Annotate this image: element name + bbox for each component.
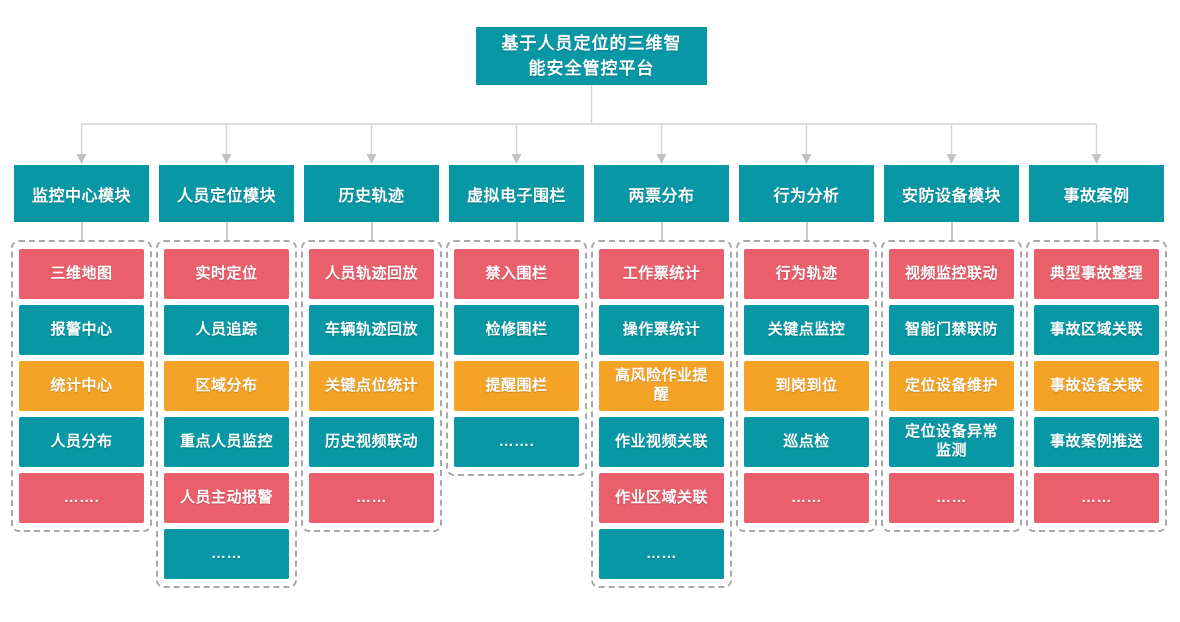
module-item: 区域分布 [164,361,289,411]
module-items-box: 典型事故整理事故区域关联事故设备关联事故案例推送 …… [1026,240,1167,532]
module-column-3: 历史轨迹人员轨迹回放车辆轨迹回放关键点位统计历史视频联动 …… [301,165,442,532]
module-items-box: 工作票统计操作票统计高风险作业提 醒作业视频关联作业区域关联 …… [591,240,732,588]
module-items-box: 禁入围栏检修围栏提醒围栏 ……. [446,240,587,476]
module-item: …… [309,473,434,523]
module-column-5: 两票分布工作票统计操作票统计高风险作业提 醒作业视频关联作业区域关联 …… [591,165,732,588]
module-item: 三维地图 [19,249,144,299]
header-connector-stub [660,222,663,240]
column-header: 历史轨迹 [304,165,439,222]
column-header: 行为分析 [739,165,874,222]
column-header: 虚拟电子围栏 [449,165,584,222]
module-column-8: 事故案例典型事故整理事故区域关联事故设备关联事故案例推送 …… [1026,165,1167,532]
module-item: …… [744,473,869,523]
arrowheads [76,154,1102,164]
module-item: ……. [19,473,144,523]
header-connector-stub [515,222,518,240]
module-item: 关键点位统计 [309,361,434,411]
module-item: 行为轨迹 [744,249,869,299]
module-item: 视频监控联动 [889,249,1014,299]
module-item: …… [164,529,289,579]
column-header: 两票分布 [594,165,729,222]
module-item: 智能门禁联防 [889,305,1014,355]
module-item: 作业区域关联 [599,473,724,523]
module-item: 人员追踪 [164,305,289,355]
module-item: …… [1034,473,1159,523]
module-columns: 监控中心模块三维地图报警中心统计中心人员分布…….人员定位模块实时定位人员追踪区… [11,165,1167,588]
module-item: 人员分布 [19,417,144,467]
header-connector-stub [1095,222,1098,240]
module-item: 统计中心 [19,361,144,411]
module-items-box: 实时定位人员追踪区域分布重点人员监控人员主动报警 …… [156,240,297,588]
module-item: 高风险作业提 醒 [599,361,724,411]
module-items-box: 行为轨迹关键点监控到岗到位巡点检 …… [736,240,877,532]
module-items-box: 人员轨迹回放车辆轨迹回放关键点位统计历史视频联动 …… [301,240,442,532]
module-item: 报警中心 [19,305,144,355]
connector-lines [76,85,1102,164]
module-item: 禁入围栏 [454,249,579,299]
module-item: 人员轨迹回放 [309,249,434,299]
header-connector-stub [370,222,373,240]
module-column-4: 虚拟电子围栏禁入围栏检修围栏提醒围栏 ……. [446,165,587,476]
module-item: 重点人员监控 [164,417,289,467]
column-header: 事故案例 [1029,165,1164,222]
platform-title: 基于人员定位的三维智 能安全管控平台 [476,27,707,85]
module-item: …… [599,529,724,579]
module-item: 车辆轨迹回放 [309,305,434,355]
module-items-box: 三维地图报警中心统计中心人员分布 ……. [11,240,152,532]
module-item: 定位设备异常 监测 [889,417,1014,467]
column-header: 监控中心模块 [14,165,149,222]
module-item: 事故设备关联 [1034,361,1159,411]
header-connector-stub [805,222,808,240]
module-item: 历史视频联动 [309,417,434,467]
module-items-box: 视频监控联动智能门禁联防定位设备维护定位设备异常 监测 …… [881,240,1022,532]
column-header: 安防设备模块 [884,165,1019,222]
module-item: 人员主动报警 [164,473,289,523]
header-connector-stub [950,222,953,240]
module-item: 作业视频关联 [599,417,724,467]
module-item: 工作票统计 [599,249,724,299]
header-connector-stub [225,222,228,240]
module-column-6: 行为分析行为轨迹关键点监控到岗到位巡点检 …… [736,165,877,532]
module-column-7: 安防设备模块视频监控联动智能门禁联防定位设备维护定位设备异常 监测 …… [881,165,1022,532]
module-item: 事故案例推送 [1034,417,1159,467]
module-item: 提醒围栏 [454,361,579,411]
module-item: 定位设备维护 [889,361,1014,411]
module-item: 操作票统计 [599,305,724,355]
module-item: 关键点监控 [744,305,869,355]
module-column-1: 监控中心模块三维地图报警中心统计中心人员分布 ……. [11,165,152,532]
header-connector-stub [80,222,83,240]
module-item: 到岗到位 [744,361,869,411]
module-item: 实时定位 [164,249,289,299]
module-item: 巡点检 [744,417,869,467]
module-item: 事故区域关联 [1034,305,1159,355]
module-column-2: 人员定位模块实时定位人员追踪区域分布重点人员监控人员主动报警 …… [156,165,297,588]
module-item: 典型事故整理 [1034,249,1159,299]
module-item: ……. [454,417,579,467]
module-item: 检修围栏 [454,305,579,355]
column-header: 人员定位模块 [159,165,294,222]
module-item: …… [889,473,1014,523]
